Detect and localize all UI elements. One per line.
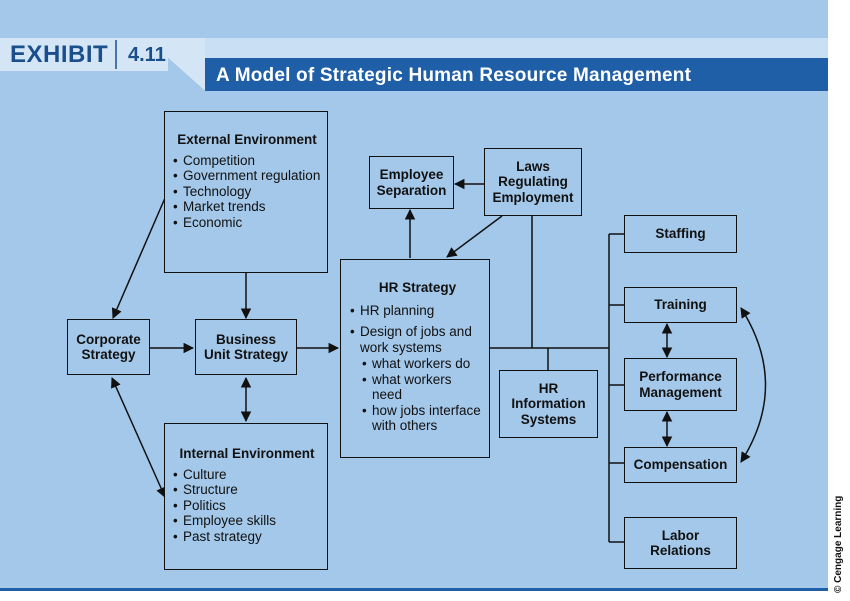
labor-relations-box: Labor Relations bbox=[624, 517, 737, 569]
title-banner bbox=[168, 58, 828, 91]
performance-management-label: Performance Management bbox=[639, 369, 722, 400]
list-item: Culture bbox=[173, 467, 321, 483]
internal-environment-heading: Internal Environment bbox=[179, 446, 315, 461]
arrow-laws-to-hr bbox=[446, 215, 503, 258]
exhibit-number: 4.11 bbox=[128, 44, 166, 66]
laws-regulating-employment-label: Laws Regulating Employment bbox=[492, 158, 574, 205]
external-environment-box: External Environment Competition Governm… bbox=[164, 111, 328, 273]
hr-information-systems-label: HR Information Systems bbox=[511, 380, 586, 427]
arrow-external-to-corporate bbox=[111, 197, 166, 319]
exhibit-label: EXHIBIT bbox=[10, 41, 109, 68]
list-item: Structure bbox=[173, 482, 321, 498]
business-unit-strategy-label: Business Unit Strategy bbox=[203, 331, 288, 363]
hr-strategy-box: HR Strategy HR planning Design of jobs a… bbox=[340, 259, 490, 458]
arrow-training-compensation bbox=[740, 307, 767, 463]
employee-separation-box: Employee Separation bbox=[369, 156, 454, 209]
list-item: Politics bbox=[173, 498, 321, 514]
performance-management-box: Performance Management bbox=[624, 358, 737, 411]
sub-list-item: what workers do bbox=[362, 356, 485, 372]
list-item: Government regulation bbox=[173, 168, 321, 184]
list-item: Market trends bbox=[173, 199, 321, 215]
internal-environment-box: Internal Environment Culture Structure P… bbox=[164, 423, 328, 570]
training-box: Training bbox=[624, 287, 737, 323]
diagram-title: A Model of Strategic Human Resource Mana… bbox=[216, 65, 692, 86]
staffing-label: Staffing bbox=[655, 226, 706, 242]
training-label: Training bbox=[654, 297, 707, 313]
compensation-label: Compensation bbox=[633, 457, 728, 473]
labor-relations-label: Labor Relations bbox=[650, 527, 711, 559]
sub-list-item: what workers need bbox=[362, 372, 485, 403]
sub-list-item: how jobs interface with others bbox=[362, 403, 485, 434]
list-item: Design of jobs and work systems bbox=[350, 324, 485, 355]
bottom-rule bbox=[0, 588, 828, 591]
list-item: HR planning bbox=[350, 303, 485, 319]
list-item: Economic bbox=[173, 215, 321, 231]
compensation-box: Compensation bbox=[624, 447, 737, 483]
arrow-corporate-internal bbox=[111, 377, 166, 498]
staffing-box: Staffing bbox=[624, 215, 737, 253]
list-item: Employee skills bbox=[173, 513, 321, 529]
copyright-credit: © Cengage Learning bbox=[833, 495, 844, 593]
external-environment-heading: External Environment bbox=[177, 132, 317, 147]
list-item: Competition bbox=[173, 153, 321, 169]
employee-separation-label: Employee Separation bbox=[376, 167, 447, 198]
hr-strategy-heading: HR Strategy bbox=[378, 280, 457, 295]
corporate-strategy-label: Corporate Strategy bbox=[76, 331, 141, 363]
business-unit-strategy-box: Business Unit Strategy bbox=[195, 319, 297, 375]
hr-information-systems-box: HR Information Systems bbox=[499, 370, 598, 438]
list-item: Past strategy bbox=[173, 529, 321, 545]
laws-regulating-employment-box: Laws Regulating Employment bbox=[484, 148, 582, 216]
corporate-strategy-box: Corporate Strategy bbox=[67, 319, 150, 375]
banner-strip bbox=[205, 38, 828, 58]
list-item: Technology bbox=[173, 184, 321, 200]
exhibit-tab bbox=[0, 38, 168, 71]
